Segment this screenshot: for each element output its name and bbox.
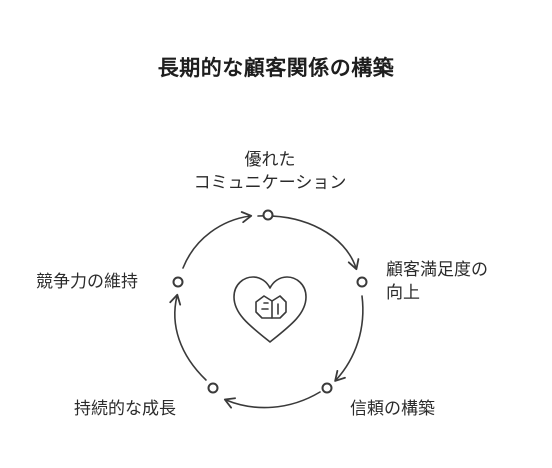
node-label-bottom-left: 持続的な成長 xyxy=(74,399,176,419)
diagram-title: 長期的な顧客関係の構築 xyxy=(157,56,395,80)
node-dot-left xyxy=(172,276,184,288)
node-dot-top xyxy=(262,209,274,221)
node-label-top: 優れた コミュニケーション xyxy=(193,150,347,193)
cycle-arrow-1 xyxy=(257,215,360,271)
cycle-arrow-5 xyxy=(182,211,253,269)
node-dot-bottom-left xyxy=(207,382,219,394)
heart-handshake-icon xyxy=(233,276,307,343)
node-label-left: 競争力の維持 xyxy=(36,272,138,292)
node-label-bottom-right: 信頼の構築 xyxy=(350,399,435,419)
cycle-arrow-4 xyxy=(169,293,207,381)
node-label-right: 顧客満足度の 向上 xyxy=(386,260,488,303)
node-dot-bottom-right xyxy=(321,382,333,394)
cycle-arrow-3 xyxy=(223,391,321,409)
node-dot-right xyxy=(356,276,368,288)
cycle-arrow-2 xyxy=(334,295,364,382)
